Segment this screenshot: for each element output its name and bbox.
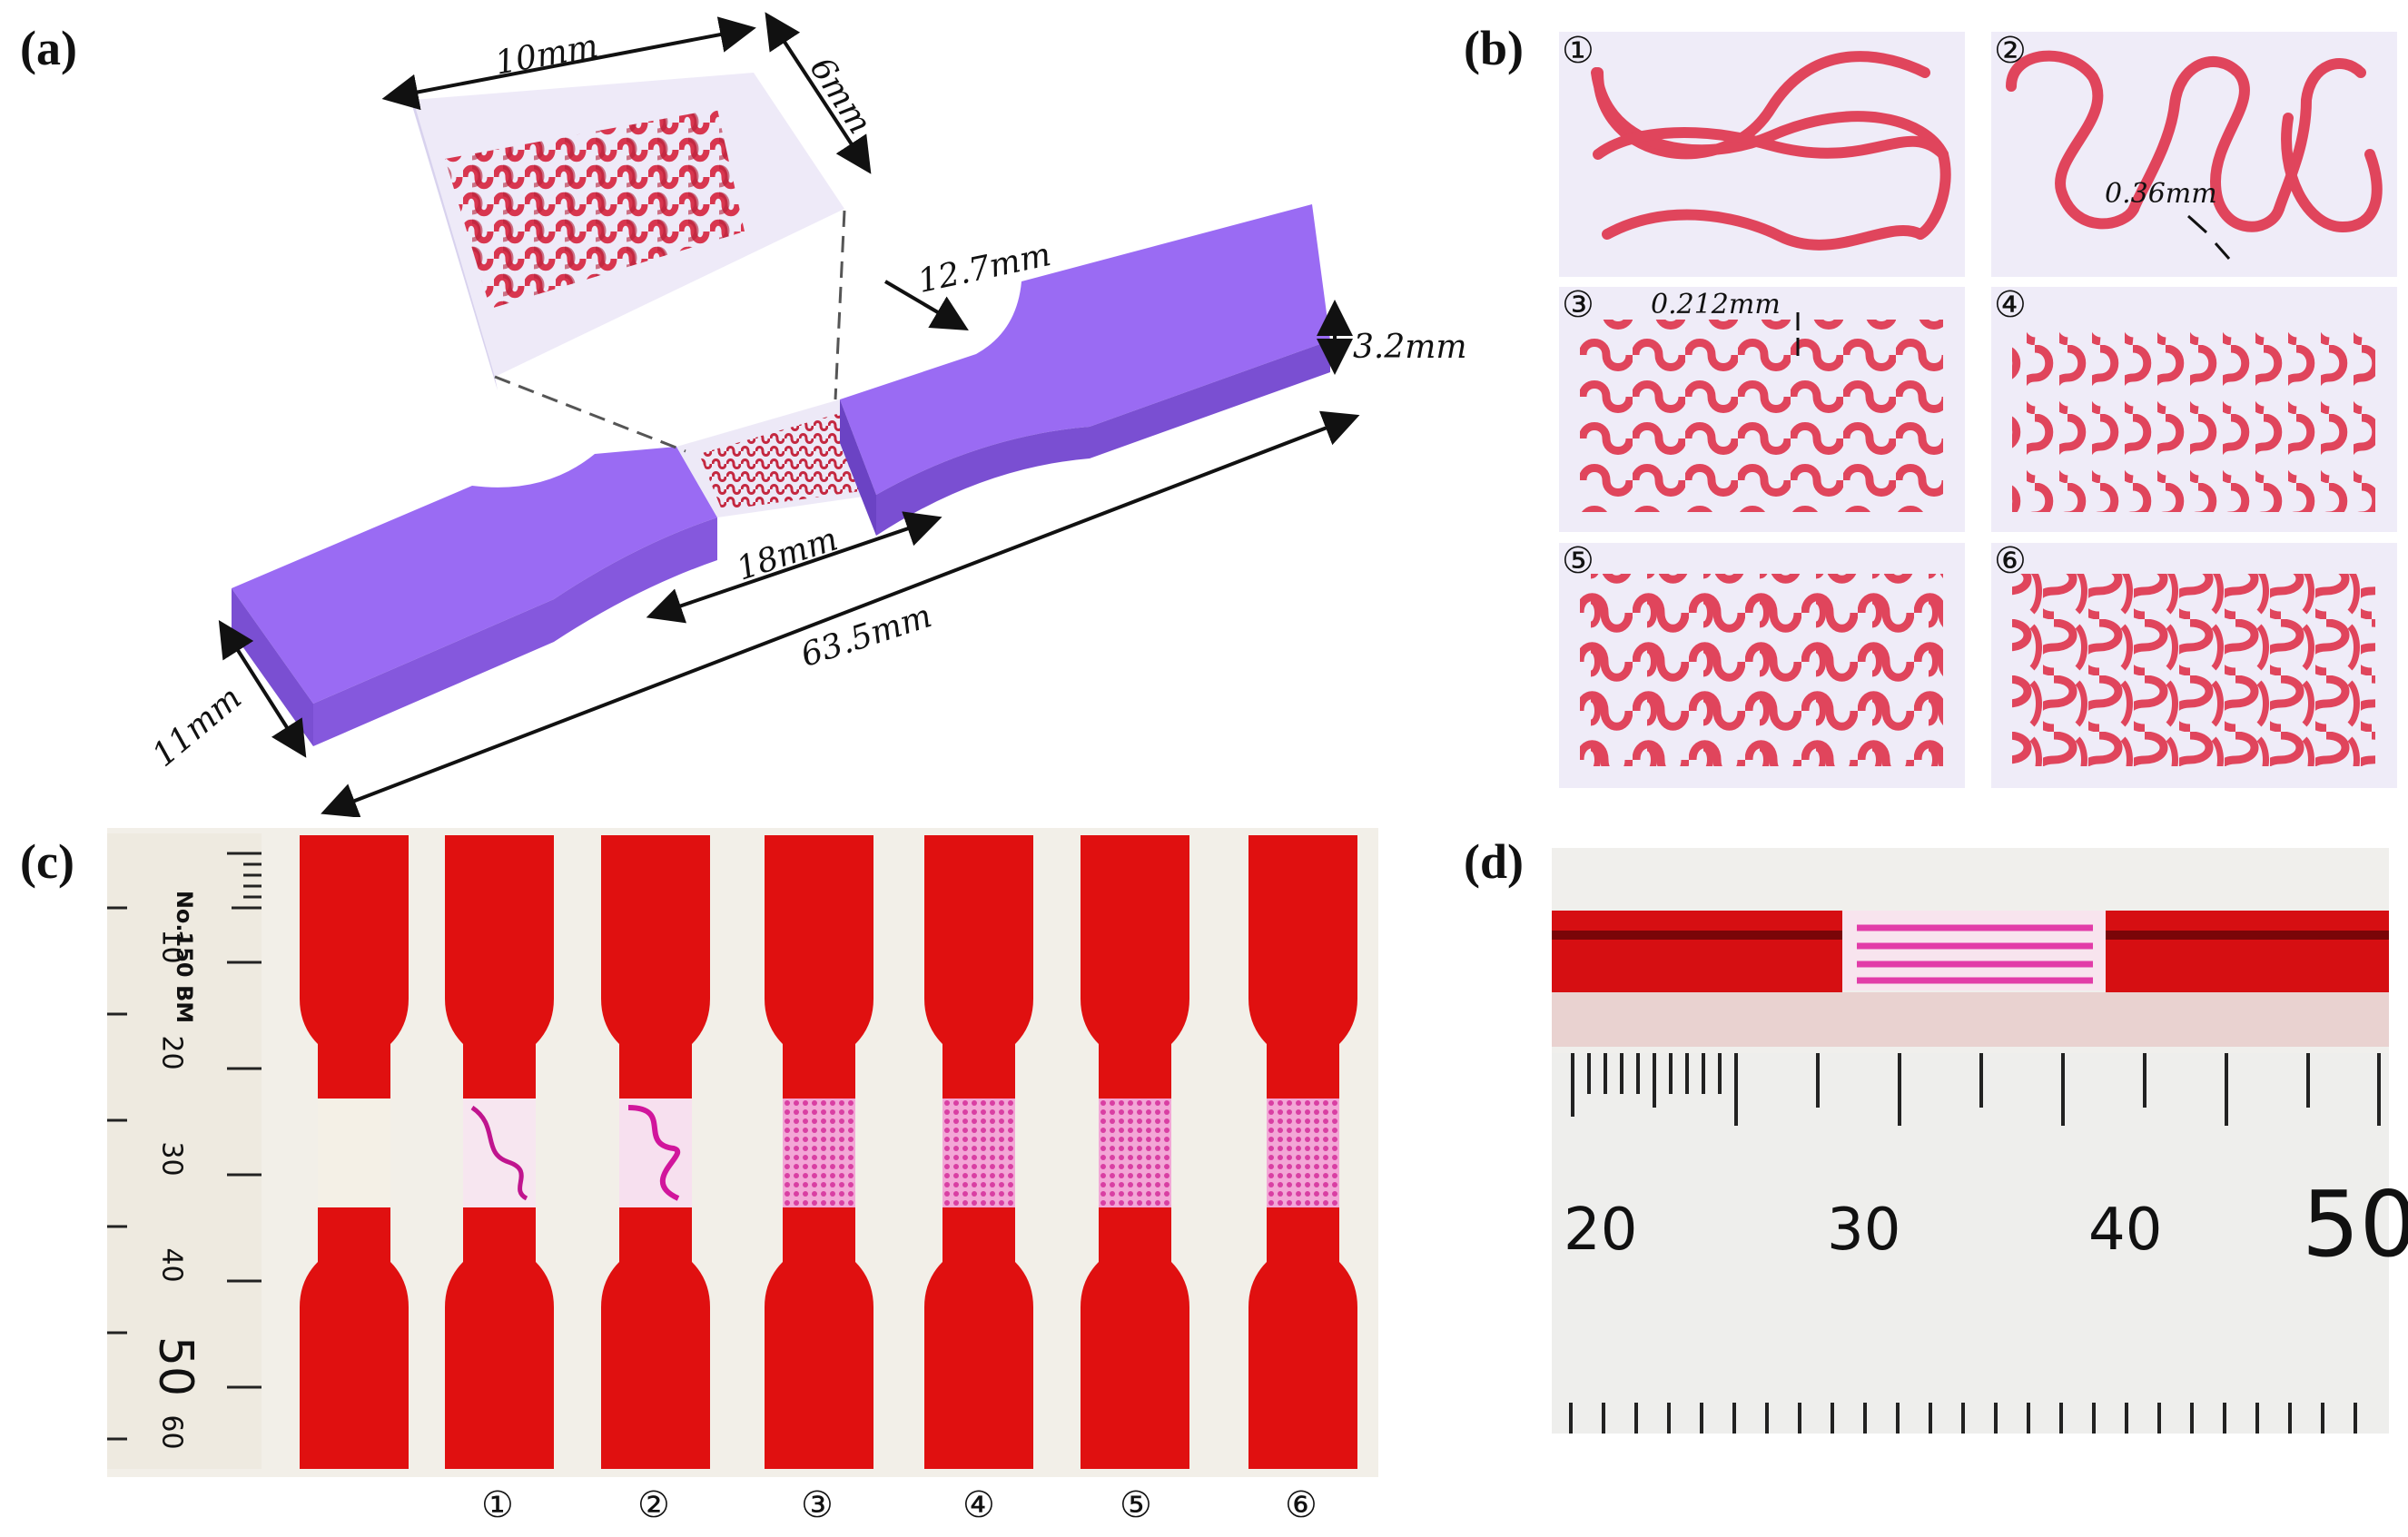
- tile-number-3: ③: [1562, 284, 1594, 326]
- pattern-2-s-curves: [2006, 50, 2383, 233]
- panel-b-patterns: [1559, 32, 2397, 788]
- dim-0-36mm: 0.36mm: [2105, 178, 2217, 210]
- pattern-6: [2012, 574, 2375, 766]
- tile-number-1: ①: [1562, 30, 1594, 72]
- panel-a-drawing: [218, 12, 1360, 817]
- ruler-vertical: [107, 833, 262, 1469]
- tile-number-4: ④: [1994, 284, 2027, 326]
- specimen-2: [601, 835, 710, 1469]
- specimen-3: [765, 835, 873, 1469]
- dim-3-2mm: 3.2mm: [1353, 329, 1467, 366]
- closeup-ruler-50: 50: [2302, 1171, 2408, 1277]
- panel-label-a: (a): [20, 21, 77, 75]
- specimen-4: [924, 835, 1033, 1469]
- specimen-6: [1248, 835, 1357, 1469]
- tile-number-5: ⑤: [1562, 540, 1594, 582]
- tile-number-2: ②: [1994, 30, 2027, 72]
- specimen-label-1: ①: [481, 1484, 514, 1526]
- panel-label-c: (c): [20, 834, 74, 889]
- pattern-5: [1580, 574, 1943, 766]
- specimen-label-4: ④: [962, 1484, 995, 1526]
- closeup-ruler-30: 30: [1827, 1197, 1901, 1264]
- pattern-4: [2012, 320, 2375, 512]
- specimen-label-2: ②: [637, 1484, 670, 1526]
- closeup-ruler-40: 40: [2088, 1197, 2163, 1264]
- dim-0-212mm: 0.212mm: [1651, 289, 1781, 320]
- specimen-label-5: ⑤: [1120, 1484, 1152, 1526]
- specimen-label-3: ③: [801, 1484, 834, 1526]
- tile-number-6: ⑥: [1994, 540, 2027, 582]
- specimen-5: [1081, 835, 1189, 1469]
- pattern-3: [1580, 320, 1943, 512]
- panel-label-d: (d): [1464, 834, 1524, 889]
- inset-box: [413, 73, 846, 453]
- specimen-control: [300, 835, 409, 1469]
- specimen-1: [445, 835, 554, 1469]
- pattern-1-waves: [1591, 51, 1951, 251]
- specimen-label-6: ⑥: [1285, 1484, 1317, 1526]
- closeup-ruler-20: 20: [1564, 1197, 1638, 1264]
- panel-label-b: (b): [1464, 21, 1524, 75]
- dimension-arrows: [218, 12, 1360, 817]
